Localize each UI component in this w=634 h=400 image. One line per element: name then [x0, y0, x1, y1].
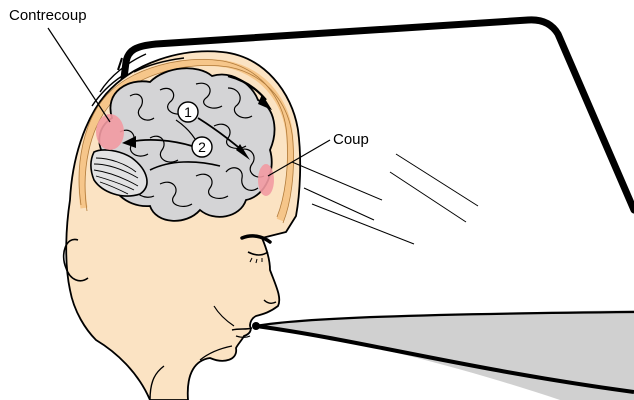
- contrecoup-leader-line: [48, 28, 110, 122]
- coup-label: Coup: [333, 131, 369, 148]
- windshield-glare: [292, 154, 478, 244]
- contrecoup-injury-site: [96, 114, 124, 150]
- step-1-number: 1: [179, 103, 197, 121]
- step-2-number: 2: [193, 138, 211, 156]
- dashboard: [252, 310, 634, 400]
- coup-injury-site: [258, 164, 274, 196]
- contrecoup-label: Contrecoup: [9, 7, 87, 24]
